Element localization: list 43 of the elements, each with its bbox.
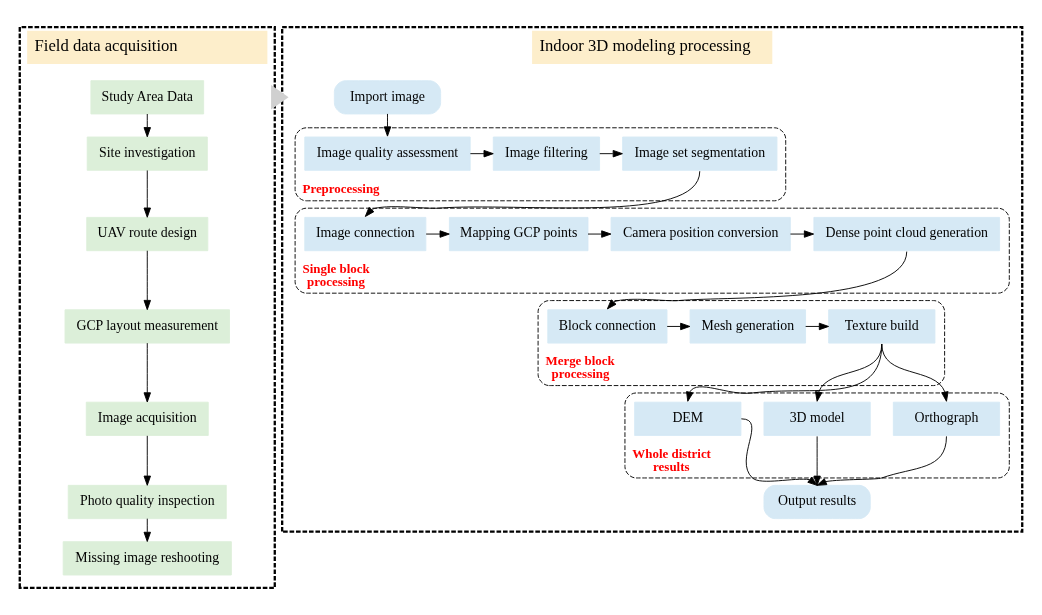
node-box: Image filtering (492, 136, 600, 171)
node-box: Orthograph (892, 401, 1001, 436)
node-box: Missing image reshooting (62, 541, 232, 576)
node-box: Dense point cloud generation (813, 216, 1001, 252)
node-box: GCP layout measurement (64, 309, 230, 344)
arrow (143, 170, 151, 218)
arrow (666, 322, 691, 331)
node-box: Image set segmentation (622, 136, 778, 171)
arrow (740, 418, 818, 486)
node-box: Camera position conversion (610, 216, 791, 252)
node-box: Output results (763, 484, 871, 520)
node-box: Image connection (304, 216, 427, 252)
node-box: Study Area Data (90, 80, 205, 115)
arrow (143, 250, 151, 311)
arrow (383, 113, 392, 137)
node-box: Block connection (547, 309, 668, 344)
node-box: Image acquisition (85, 401, 209, 436)
arrow (686, 343, 883, 402)
arrow (816, 435, 947, 486)
arrow (599, 149, 623, 158)
node-box: Texture build (828, 309, 936, 344)
arrow (143, 518, 151, 542)
arrow (606, 251, 908, 310)
arrow (143, 342, 151, 403)
arrow (364, 170, 701, 217)
node-box: 3D model (763, 401, 871, 436)
node-box: Import image (333, 80, 442, 115)
arrow (587, 230, 612, 238)
node-box: Mesh generation (689, 309, 807, 344)
arrow (143, 113, 151, 138)
arrow (143, 435, 151, 486)
arrow (805, 322, 829, 331)
arrow (790, 230, 815, 238)
node-box: Image quality assessment (304, 136, 471, 171)
arrow (813, 435, 821, 486)
node-box: Mapping GCP points (448, 216, 589, 252)
node-box: UAV route design (86, 216, 209, 252)
arrow (881, 343, 949, 402)
arrow (469, 149, 494, 158)
node-box: DEM (634, 401, 742, 436)
node-box: Site investigation (86, 136, 208, 171)
node-box: Photo quality inspection (67, 484, 227, 520)
arrow (425, 230, 450, 238)
